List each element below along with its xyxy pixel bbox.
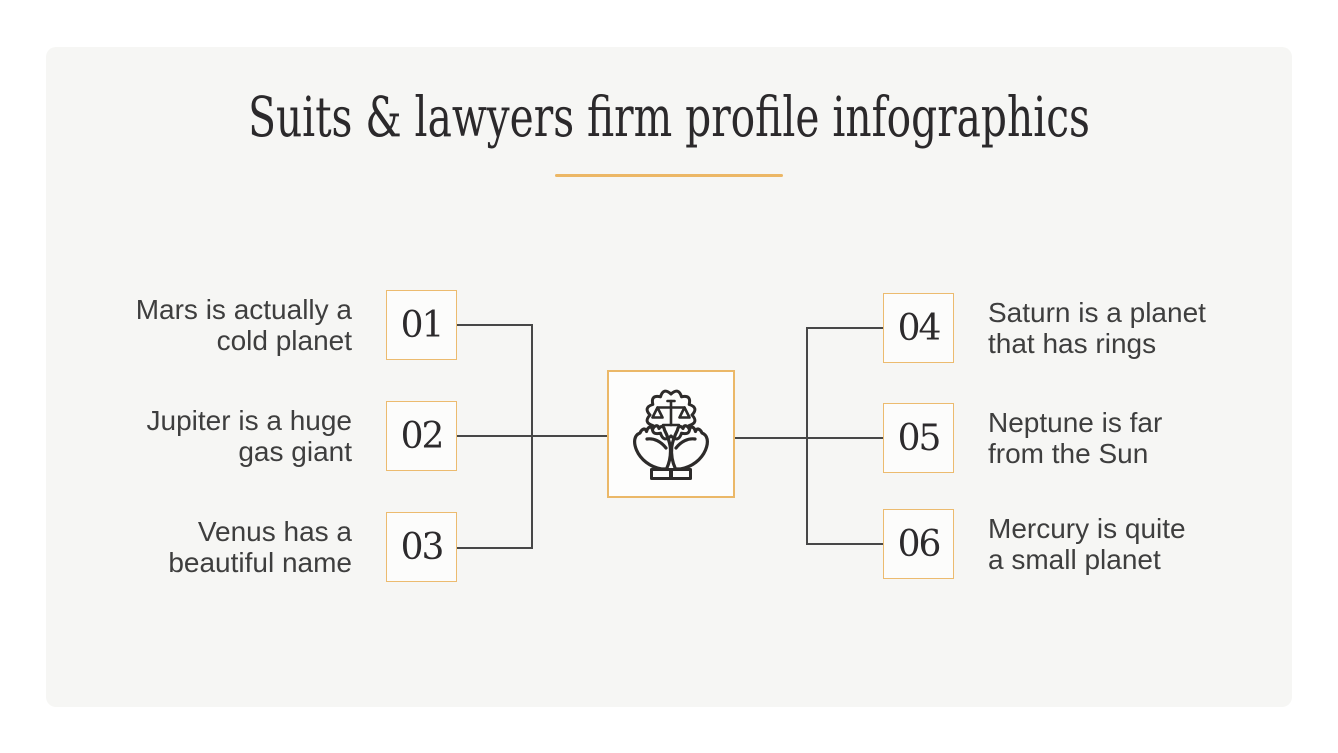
item-3-label-line1: Venus has a: [197, 516, 352, 547]
cuffs-glyph: [650, 468, 692, 480]
item-4-label: Saturn is a planet that has rings: [988, 297, 1268, 359]
item-1-number: 01: [400, 304, 445, 346]
item-3-label-line2: beautiful name: [168, 547, 352, 578]
item-2-label-line1: Jupiter is a huge: [146, 405, 352, 436]
item-5-label: Neptune is far from the Sun: [988, 407, 1268, 469]
item-6-label: Mercury is quite a small planet: [988, 513, 1268, 575]
item-6-number-box: 06: [883, 509, 954, 579]
title-underline: [555, 174, 783, 177]
item-5-number: 05: [897, 417, 942, 459]
center-icon-box: [607, 370, 735, 498]
item-3-number-box: 03: [386, 512, 457, 582]
item-2-label-line2: gas giant: [238, 436, 352, 467]
item-3-number: 03: [400, 526, 445, 568]
item-6-label-line1: Mercury is quite: [988, 513, 1186, 544]
page-title: Suits & lawyers firm profile infographic…: [248, 85, 1090, 149]
item-4-number-box: 04: [883, 293, 954, 363]
item-2-label: Jupiter is a huge gas giant: [106, 405, 352, 467]
item-6-number: 06: [897, 523, 942, 565]
item-2-number-box: 02: [386, 401, 457, 471]
item-1-number-box: 01: [386, 290, 457, 360]
item-1-label: Mars is actually a cold planet: [106, 294, 352, 356]
connector-line-right-vertical: [806, 327, 808, 545]
connector-line-03: [457, 547, 533, 549]
connector-line-04: [806, 327, 883, 329]
justice-scales-in-hands-icon: [633, 389, 709, 480]
item-5-label-line2: from the Sun: [988, 438, 1149, 469]
scales-glyph: [651, 399, 691, 427]
item-2-number: 02: [400, 415, 445, 457]
connector-line-06: [806, 543, 883, 545]
hands-glyph: [633, 424, 709, 471]
badge-scallop: [645, 389, 697, 441]
item-5-number-box: 05: [883, 403, 954, 473]
item-4-number: 04: [897, 307, 942, 349]
item-3-label: Venus has a beautiful name: [106, 516, 352, 578]
item-6-label-line2: a small planet: [988, 544, 1161, 575]
connector-line-01: [457, 324, 531, 326]
item-4-label-line2: that has rings: [988, 328, 1157, 359]
item-1-label-line2: cold planet: [216, 325, 352, 356]
connector-line-05: [735, 437, 883, 439]
infographic-slide: Suits & lawyers firm profile infographic…: [46, 47, 1292, 707]
connector-line-02: [457, 435, 607, 437]
item-5-label-line1: Neptune is far: [988, 407, 1163, 438]
item-4-label-line1: Saturn is a planet: [988, 297, 1206, 328]
item-1-label-line1: Mars is actually a: [135, 294, 352, 325]
